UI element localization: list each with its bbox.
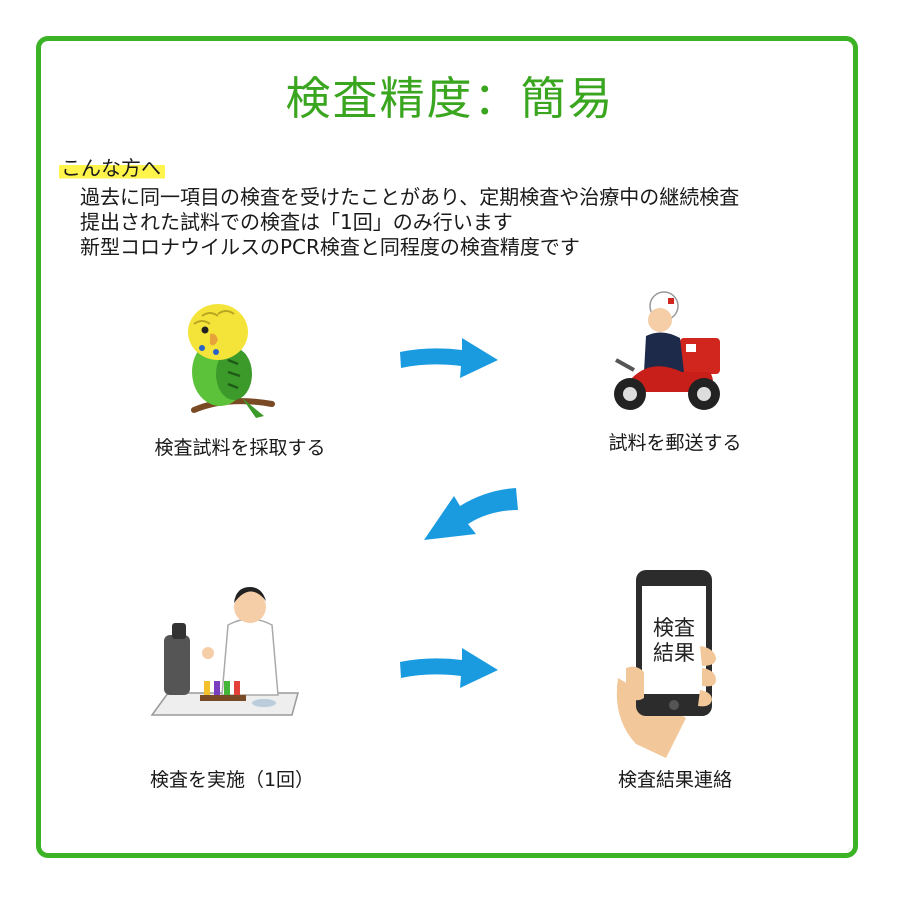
- step-mail-sample-label: 試料を郵送する: [608, 432, 742, 454]
- step-run-test-label: 検査を実施（1回）: [149, 769, 315, 791]
- description-line-2: 提出された試料での検査は「1回」のみ行います: [80, 210, 513, 234]
- step-collect-sample-label: 検査試料を採取する: [154, 437, 326, 459]
- description-line-3: 新型コロナウイルスのPCR検査と同程度の検査精度です: [80, 235, 580, 259]
- content-frame: [36, 36, 858, 858]
- target-audience-label: こんな方へ: [59, 152, 165, 181]
- description-line-1: 過去に同一項目の検査を受けたことがあり、定期検査や治療中の継続検査: [80, 185, 740, 209]
- phone-screen-text: 検査 結果: [642, 616, 706, 666]
- phone-screen-line-1: 検査: [653, 616, 695, 640]
- parakeet-icon: [188, 304, 275, 418]
- arrow-right-icon: [400, 338, 498, 378]
- postal-scooter-icon: [614, 291, 720, 410]
- step-result-contact-label: 検査結果連絡: [617, 769, 732, 791]
- lab-technician-icon: [150, 587, 299, 716]
- phone-screen-line-2: 結果: [653, 641, 695, 665]
- arrow-right-icon: [400, 648, 498, 688]
- smartphone-icon: 検査 結果: [612, 568, 732, 758]
- arrow-down-left-icon: [424, 488, 518, 540]
- page-title: 検査精度：簡易: [285, 72, 615, 125]
